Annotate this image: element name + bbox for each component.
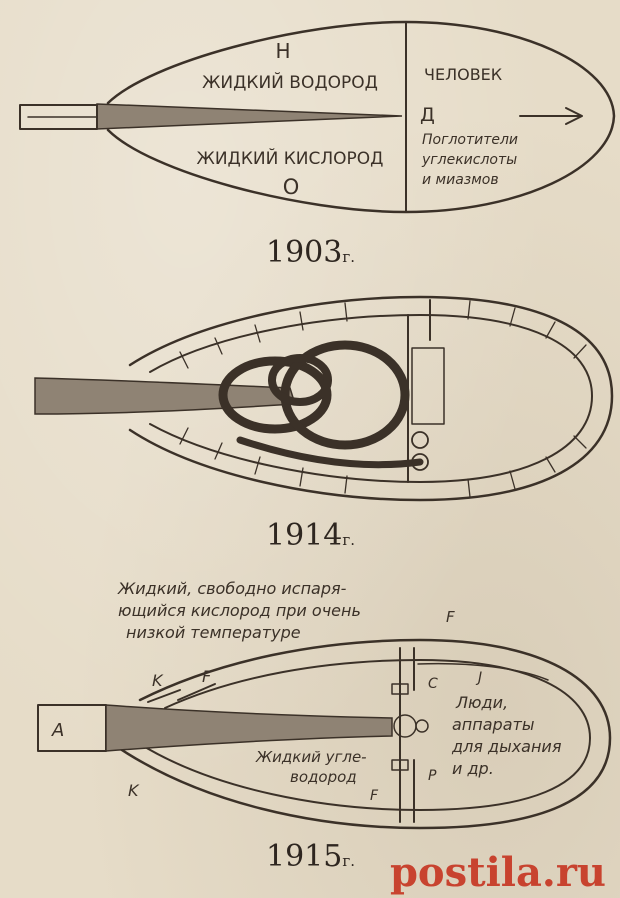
label-f-low: F	[370, 788, 379, 804]
rocket-1914-cabin-box	[411, 347, 445, 425]
label-j: J	[475, 670, 482, 686]
label-d: Д	[420, 104, 435, 126]
label-h: Н	[275, 39, 290, 63]
label-absorbers-1: Поглотители	[422, 132, 518, 148]
rocket-1914-inner-hull	[149, 314, 593, 483]
label-a: А	[51, 720, 64, 741]
label-p: P	[428, 768, 437, 784]
rocket-1914-coil-1	[218, 356, 332, 434]
rocket-1914-coil-3	[268, 354, 332, 406]
label-absorbers-3: и миазмов	[422, 172, 499, 188]
year-1915-number: 1915	[266, 839, 342, 874]
label-hydrocarbon-1: Жидкий угле-	[255, 748, 367, 766]
year-1903: 1903г.	[266, 235, 355, 270]
rocket-1903-hull	[106, 20, 616, 214]
rocket-1903-nozzle	[96, 103, 403, 130]
rocket-1914-nozzle	[34, 377, 297, 415]
note-line-3: низкой температуре	[126, 623, 301, 642]
year-1914-suffix: г.	[342, 531, 355, 549]
label-people-1: Люди,	[455, 693, 508, 712]
rocket-1915-inner-hull	[139, 659, 591, 811]
note-line-2: ющийся кислород при очень	[118, 601, 361, 620]
year-1915: 1915г.	[266, 839, 355, 874]
label-k-top: K	[152, 671, 164, 690]
direction-arrow-icon	[519, 107, 583, 125]
rocket-1915-inlet-k	[147, 689, 181, 703]
label-people-3: для дыхания	[451, 737, 562, 756]
label-liquid-oxygen: ЖИДКИЙ КИСЛОРОД	[197, 147, 384, 169]
rocket-1915-inlet-f	[177, 683, 216, 701]
label-people-4: и др.	[452, 759, 494, 778]
year-1903-number: 1903	[266, 235, 342, 270]
label-k-low: K	[128, 781, 140, 800]
rocket-1914-outer-hull	[128, 295, 614, 502]
note-line-1: Жидкий, свободно испаря-	[117, 579, 347, 598]
rocket-1914-valve-2	[411, 453, 429, 471]
rocket-1914-valve-1	[411, 431, 429, 449]
year-1914-number: 1914	[266, 518, 342, 553]
label-people-2: аппараты	[452, 715, 534, 734]
label-o: О	[283, 175, 300, 199]
label-hydrocarbon-2: водород	[290, 768, 357, 786]
watermark: postila.ru	[390, 849, 606, 896]
rocket-1914-hull-ribs	[179, 300, 587, 498]
year-1914: 1914г.	[266, 518, 355, 553]
rocket-1903: Н ЖИДКИЙ ВОДОРОД ЖИДКИЙ КИСЛОРОД О ЧЕЛОВ…	[19, 20, 616, 270]
label-liquid-hydrogen: ЖИДКИЙ ВОДОРОД	[202, 71, 378, 93]
rocket-1915-nozzle	[105, 704, 393, 752]
rocket-1914: 1914г.	[34, 295, 614, 553]
rocket-1915-tube	[417, 662, 549, 681]
rocket-1914-pipe	[236, 436, 424, 469]
year-1915-suffix: г.	[342, 852, 355, 870]
rocket-1915-chamber	[391, 683, 429, 771]
rocket-1915-outer-hull	[108, 638, 612, 830]
rocket-1915-exhaust	[37, 704, 107, 752]
rocket-1915: Жидкий, свободно испаря- ющийся кислород…	[37, 579, 612, 874]
year-1903-suffix: г.	[342, 248, 355, 266]
label-f-mid: F	[202, 667, 212, 686]
label-human: ЧЕЛОВЕК	[424, 65, 503, 84]
label-f-top: F	[446, 608, 455, 626]
label-c: С	[428, 676, 438, 692]
label-absorbers-2: углекислоты	[421, 152, 517, 168]
